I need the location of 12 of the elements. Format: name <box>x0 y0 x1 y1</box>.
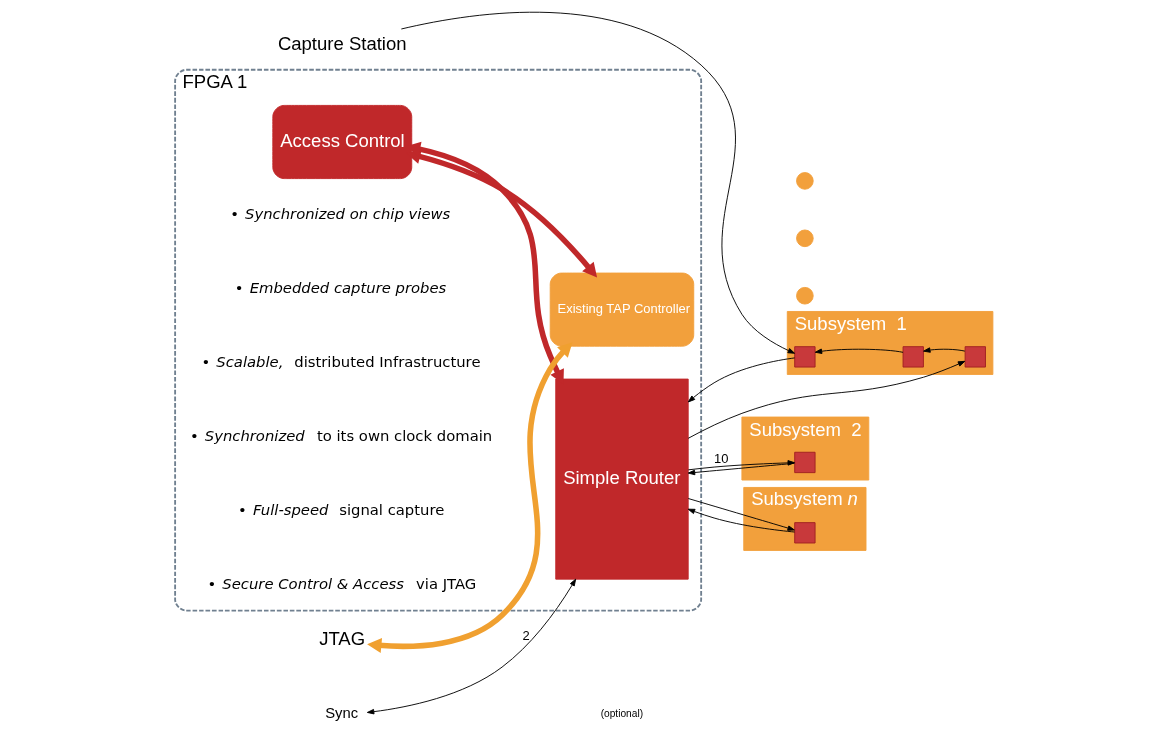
label: (optional) <box>600 707 644 719</box>
node-text: Sync <box>325 704 359 721</box>
label: • Synchronized to its own clock domain <box>189 426 493 444</box>
label: • Full-speed signal capture <box>238 501 445 519</box>
label: • Synchronized on chip views <box>230 204 451 222</box>
label: • Scalable, distributed Infrastructure <box>201 352 481 370</box>
edge-label: 2 <box>522 627 530 643</box>
node-text: JTAG <box>319 627 366 649</box>
edge-label: 10 <box>714 450 729 466</box>
node-text: Capture Station <box>277 33 407 55</box>
label: • Embedded capture probes <box>234 278 447 296</box>
label: • Secure Control & Access via JTAG <box>207 575 477 593</box>
